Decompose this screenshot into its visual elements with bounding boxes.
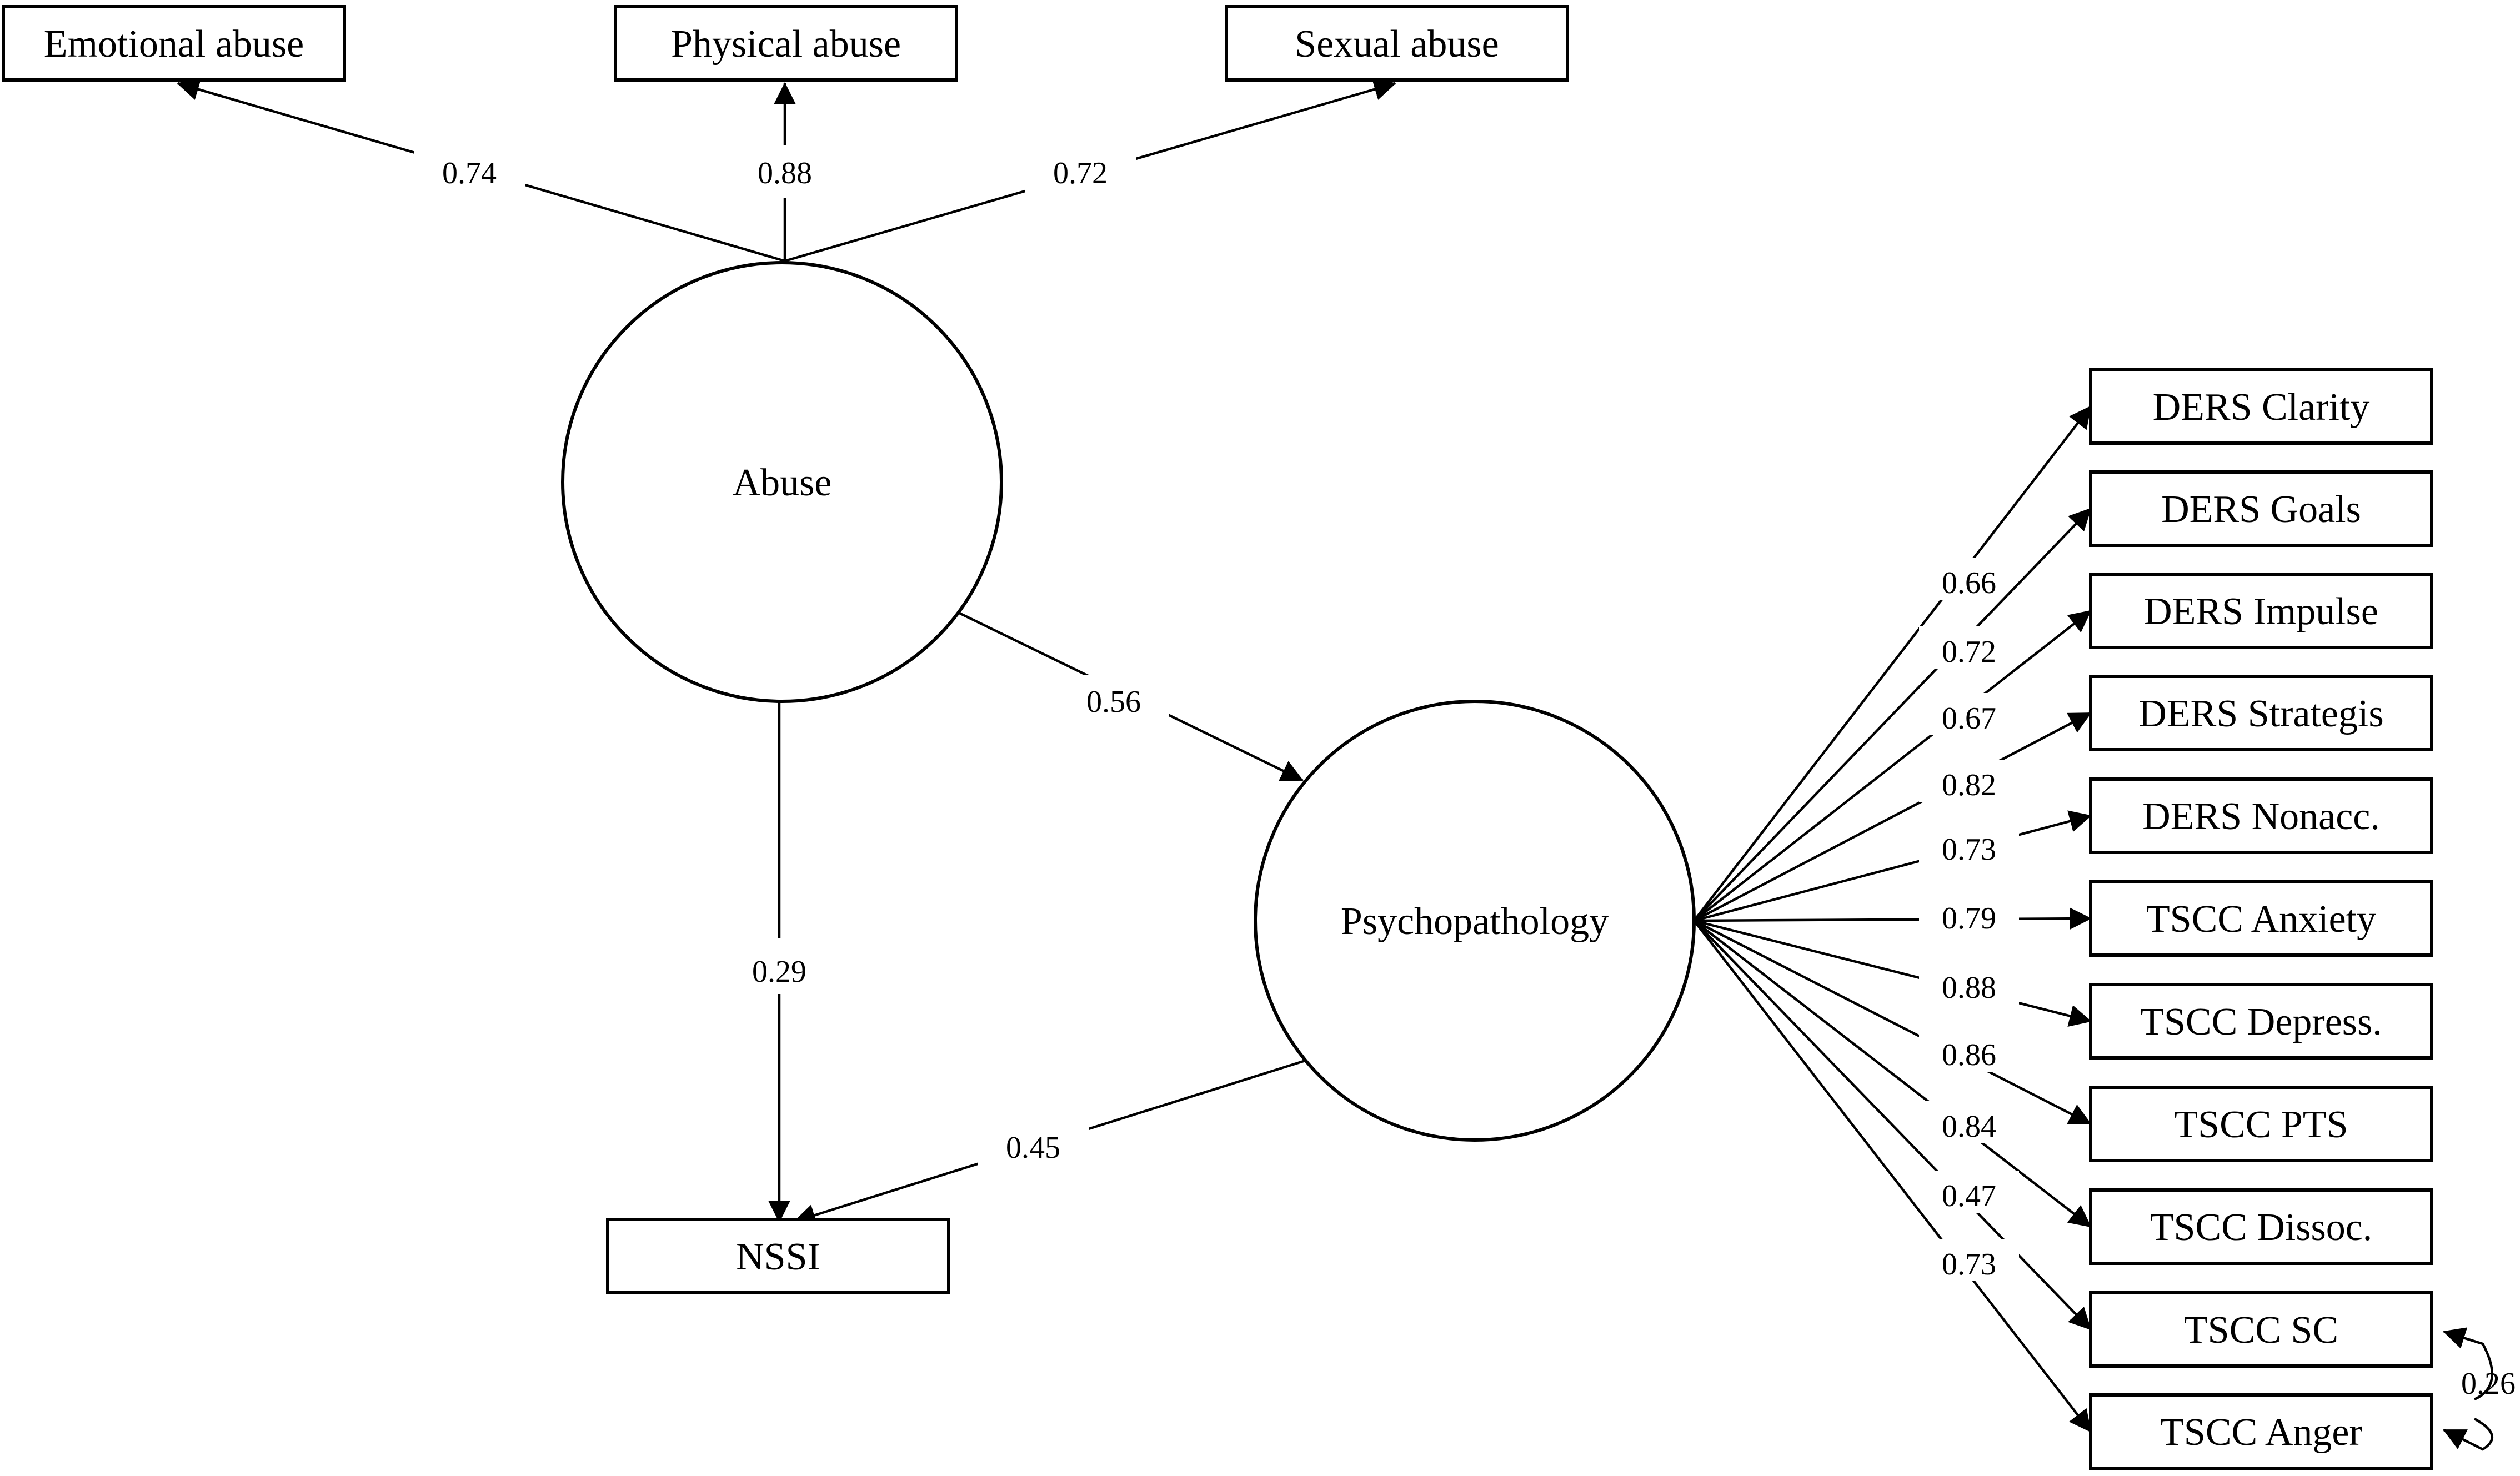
edge-psychopathology-ders-clarity xyxy=(1693,405,2092,922)
latent-abuse-label: Abuse xyxy=(733,461,832,504)
covariance-value: 0.26 xyxy=(2461,1367,2516,1401)
indicator-emotional-abuse-label: Emotional abuse xyxy=(44,23,304,66)
indicator-physical-abuse-label: Physical abuse xyxy=(671,23,901,66)
loading-label-backdrop-tscc-pts xyxy=(1919,1030,2019,1072)
indicator-tscc-anxiety-label: TSCC Anxiety xyxy=(2146,898,2376,941)
loading-sexual-abuse: 0.72 xyxy=(1053,156,1108,190)
indicator-ders-nonacc: DERS Nonacc. xyxy=(2089,777,2433,854)
loading-tscc-depress: 0.88 xyxy=(1942,971,1996,1005)
indicator-tscc-anxiety: TSCC Anxiety xyxy=(2089,880,2433,957)
indicator-ders-clarity: DERS Clarity xyxy=(2089,368,2433,445)
edge-psychopathology-tscc-dissoc xyxy=(1693,920,2092,1228)
latent-psychopathology-label: Psychopathology xyxy=(1341,900,1609,943)
edge-psychopathology-tscc-anger xyxy=(1693,920,2092,1433)
loading-label-backdrop-tscc-anger xyxy=(1919,1239,2019,1281)
indicator-tscc-sc: TSCC SC xyxy=(2089,1291,2433,1368)
loading-tscc-dissoc: 0.84 xyxy=(1942,1109,1996,1144)
psychopathology-loading-labels: 0.66 0.72 0.67 0.82 0.73 0.79 0.88 0.86 … xyxy=(1942,566,1996,1282)
indicator-tscc-depress-label: TSCC Depress. xyxy=(2140,1001,2382,1043)
loading-ders-nonacc: 0.73 xyxy=(1942,832,1996,867)
loading-label-backdrop-tscc-sc xyxy=(1919,1171,2019,1213)
covariance-arrow-to-anger xyxy=(2443,1418,2494,1451)
outcome-nssi: NSSI xyxy=(606,1218,950,1294)
loading-label-backdrop-tscc-anxiety xyxy=(1919,893,2019,935)
covariance-tscc-sc-anger: 0.26 xyxy=(2443,1327,2516,1451)
structural-paths: 0.56 0.29 0.45 xyxy=(725,611,1306,1226)
loading-label-backdrop-ders-goals xyxy=(1919,626,2019,669)
loading-label-backdrop-tscc-depress xyxy=(1919,962,2019,1005)
indicator-sexual-abuse-label: Sexual abuse xyxy=(1295,23,1499,66)
loading-emotional-abuse: 0.74 xyxy=(442,156,497,190)
edge-psychopathology-tscc-pts xyxy=(1693,919,2092,1126)
psychopathology-loading-edges xyxy=(1693,405,2092,1433)
covariance-arrow-to-sc xyxy=(2443,1327,2494,1401)
indicator-tscc-dissoc-label: TSCC Dissoc. xyxy=(2150,1206,2373,1249)
loading-ders-goals: 0.72 xyxy=(1942,635,1996,669)
loading-ders-impulse: 0.67 xyxy=(1942,701,1996,736)
loading-physical-abuse: 0.88 xyxy=(758,156,812,190)
coef-abuse-nssi: 0.29 xyxy=(752,955,806,989)
indicator-sexual-abuse: Sexual abuse xyxy=(1225,5,1569,82)
loading-label-backdrop-ders-impulse xyxy=(1919,693,2019,735)
indicator-tscc-depress: TSCC Depress. xyxy=(2089,983,2433,1060)
loading-label-backdrop-tscc-dissoc xyxy=(1919,1101,2019,1143)
indicator-tscc-pts-label: TSCC PTS xyxy=(2174,1103,2348,1146)
indicator-ders-strategis-label: DERS Strategis xyxy=(2138,692,2383,735)
loading-ders-strategis: 0.82 xyxy=(1942,768,1996,802)
indicator-ders-impulse: DERS Impulse xyxy=(2089,573,2433,649)
indicator-emotional-abuse: Emotional abuse xyxy=(2,5,346,82)
latent-psychopathology: Psychopathology xyxy=(1254,700,1696,1142)
loading-tscc-pts: 0.86 xyxy=(1942,1038,1996,1072)
indicator-ders-goals-label: DERS Goals xyxy=(2161,488,2361,531)
edge-psychopathology-ders-nonacc xyxy=(1694,810,2092,922)
edge-psychopathology-ders-strategis xyxy=(1693,712,2092,922)
edge-psychopathology-ders-impulse xyxy=(1693,610,2092,922)
loading-tscc-anger: 0.73 xyxy=(1942,1247,1996,1282)
indicator-tscc-anger: TSCC Anger xyxy=(2089,1393,2433,1470)
loading-ders-clarity: 0.66 xyxy=(1942,566,1996,600)
edge-psychopathology-tscc-anxiety xyxy=(1694,907,2092,930)
coef-psychopathology-nssi: 0.45 xyxy=(1006,1131,1060,1165)
loading-label-backdrop-ders-nonacc xyxy=(1919,824,2019,866)
indicator-ders-strategis: DERS Strategis xyxy=(2089,675,2433,751)
loading-label-backdrop-ders-strategis xyxy=(1919,760,2019,802)
indicator-ders-clarity-label: DERS Clarity xyxy=(2153,386,2370,429)
edge-psychopathology-tscc-sc xyxy=(1693,920,2092,1331)
indicator-ders-impulse-label: DERS Impulse xyxy=(2144,590,2378,633)
loading-label-backdrop-ders-clarity xyxy=(1919,558,2019,600)
loading-tscc-anxiety: 0.79 xyxy=(1942,901,1996,936)
indicator-ders-nonacc-label: DERS Nonacc. xyxy=(2142,795,2380,838)
edge-psychopathology-tscc-depress xyxy=(1694,919,2092,1027)
indicator-ders-goals: DERS Goals xyxy=(2089,470,2433,547)
loading-tscc-sc: 0.47 xyxy=(1942,1179,1996,1213)
indicator-physical-abuse: Physical abuse xyxy=(614,5,958,82)
abuse-loading-edges: 0.74 0.88 0.72 xyxy=(177,78,1396,263)
indicator-tscc-pts: TSCC PTS xyxy=(2089,1086,2433,1162)
indicator-tscc-sc-label: TSCC SC xyxy=(2184,1309,2338,1352)
indicator-tscc-anger-label: TSCC Anger xyxy=(2160,1411,2362,1454)
coef-abuse-psychopathology: 0.56 xyxy=(1086,685,1141,719)
outcome-nssi-label: NSSI xyxy=(736,1236,820,1278)
indicator-tscc-dissoc: TSCC Dissoc. xyxy=(2089,1188,2433,1265)
latent-abuse: Abuse xyxy=(561,261,1003,703)
edge-psychopathology-ders-goals xyxy=(1693,508,2092,922)
